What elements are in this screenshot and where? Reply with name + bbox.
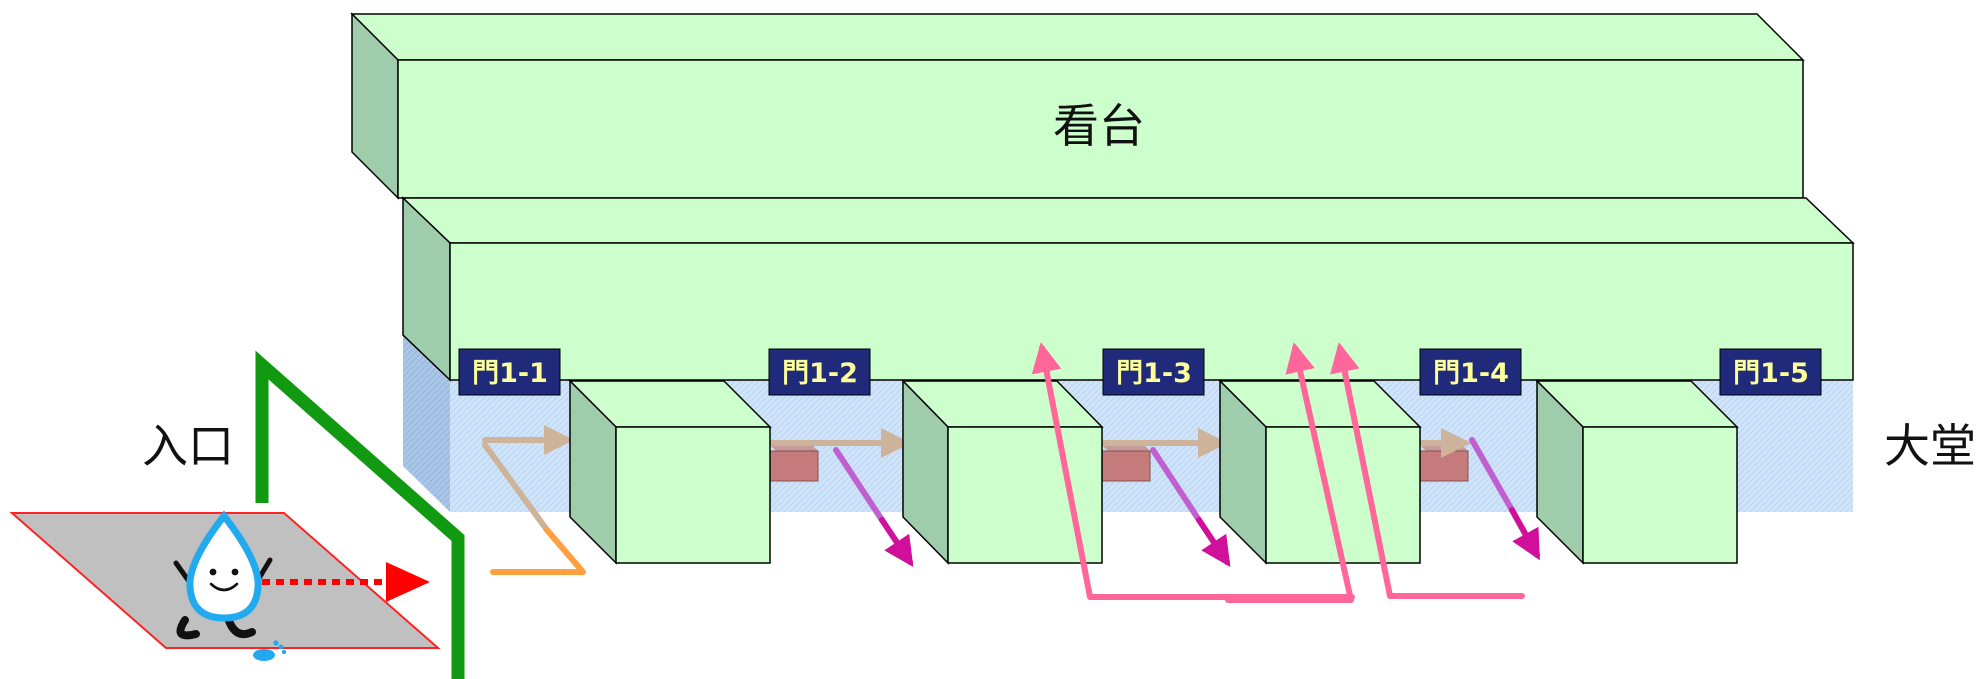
block-4 (1535, 379, 1739, 565)
orange-path (490, 527, 586, 575)
water-drop-mascot-icon (173, 510, 273, 640)
svg-text:門1-4: 門1-4 (1433, 358, 1509, 389)
block-1 (568, 379, 772, 565)
dotted-arrow (262, 562, 430, 602)
svg-text:門1-5: 門1-5 (1733, 358, 1809, 389)
gate-label-1-1: 門1-1 (458, 348, 561, 396)
gate-label-1-5: 門1-5 (1719, 348, 1822, 396)
ledge-2 (769, 445, 819, 482)
footprint-icon (253, 640, 287, 661)
tan-paths (482, 425, 1471, 533)
svg-text:門1-2: 門1-2 (782, 358, 858, 389)
green-wall (255, 350, 465, 679)
svg-text:門1-3: 門1-3 (1116, 358, 1192, 389)
exit-arrows (833, 437, 1540, 567)
stands-label: 看台 (1053, 99, 1145, 153)
pink-arrows (1031, 342, 1525, 603)
gate-label-1-2: 門1-2 (768, 348, 871, 396)
ledge-4 (1419, 445, 1469, 482)
ledge-3 (1101, 445, 1151, 482)
svg-text:門1-1: 門1-1 (472, 358, 548, 389)
gate-label-1-3: 門1-3 (1102, 348, 1205, 396)
hall-label: 大堂 (1884, 419, 1976, 473)
gate-label-1-4: 門1-4 (1419, 348, 1522, 396)
entrance-label: 入口 (142, 419, 234, 473)
stands-upper-block (350, 12, 1805, 200)
block-2 (901, 379, 1104, 565)
block-3 (1218, 379, 1422, 565)
